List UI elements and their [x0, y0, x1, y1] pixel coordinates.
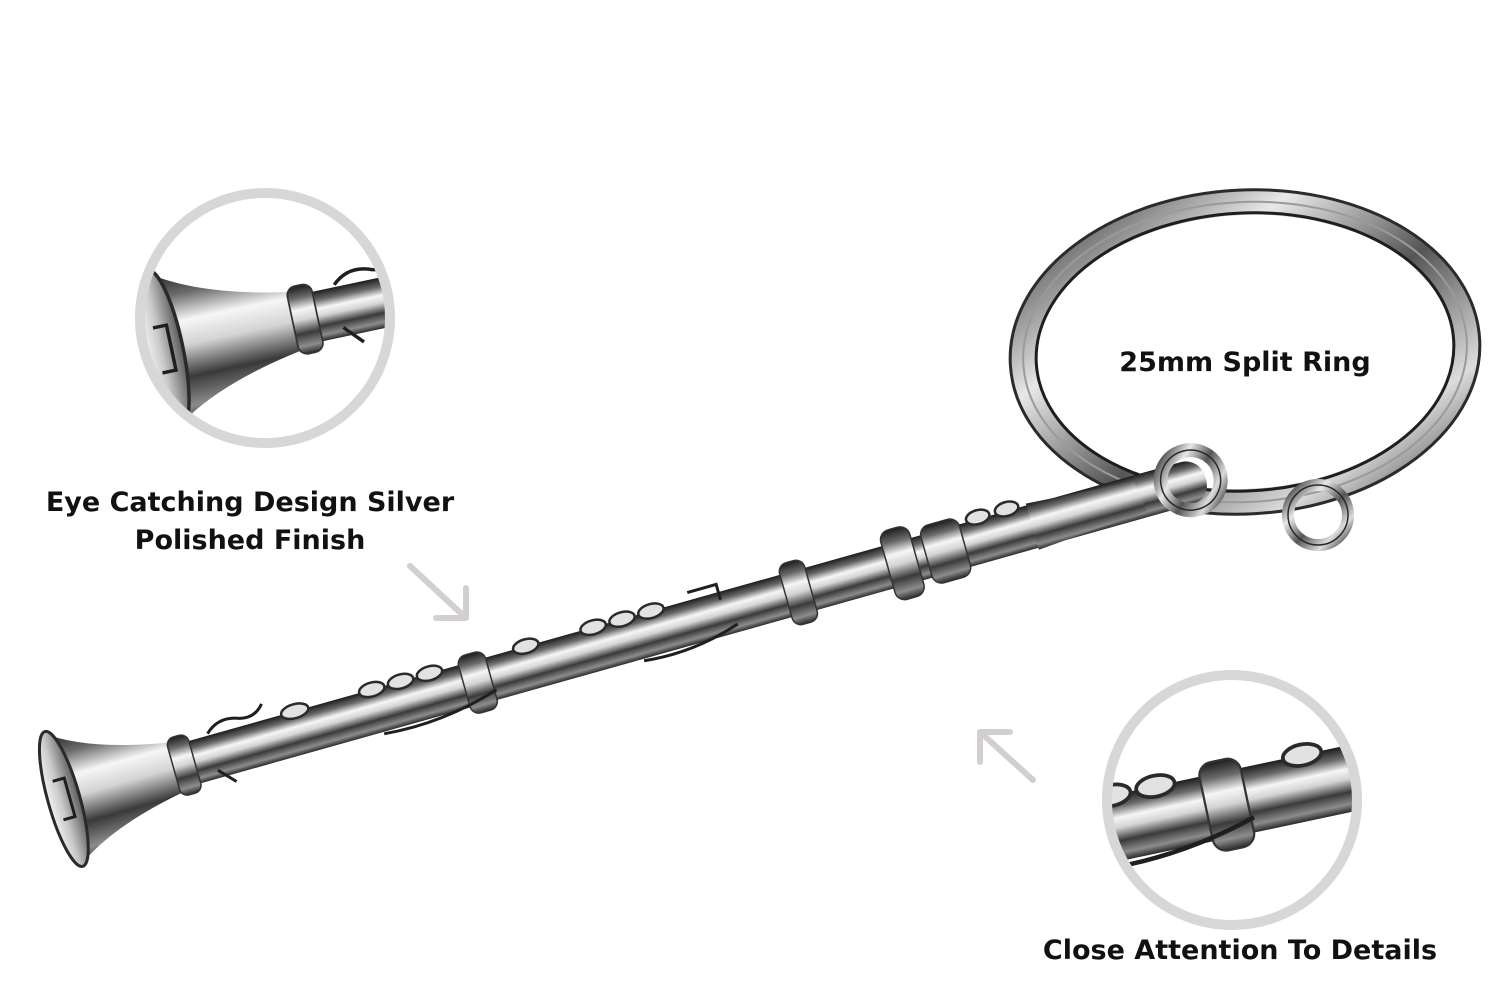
finish-caption: Eye Catching Design Silver Polished Fini… [40, 484, 460, 560]
split-ring [1008, 188, 1482, 516]
details-caption: Close Attention To Details [1042, 935, 1438, 966]
arrow-up-left-icon [977, 729, 1036, 783]
arrow-down-right-icon [407, 563, 469, 621]
finish-caption-line2: Polished Finish [134, 525, 366, 556]
jump-ring [1282, 479, 1354, 551]
clarinet-keychain [30, 407, 1239, 871]
keys-detail-circle [1102, 670, 1362, 930]
finish-caption-line1: Eye Catching Design Silver [45, 487, 455, 518]
bell-detail-circle [135, 188, 395, 448]
ring-caption: 25mm Split Ring [1119, 347, 1371, 378]
